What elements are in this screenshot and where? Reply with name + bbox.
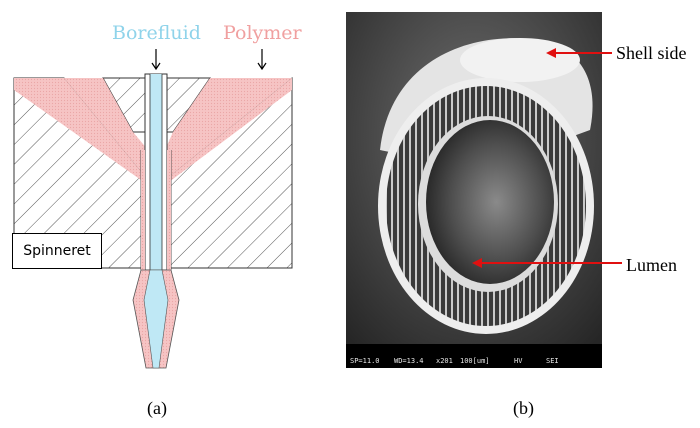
- spinneret-label-box: Spinneret: [12, 233, 102, 269]
- sem-scale: 100[um]: [460, 357, 490, 365]
- borefluid-label: Borefluid: [112, 22, 201, 44]
- sem-info-bar: SP=11.0 WD=13.4 x201 100[um] HV SEI: [346, 344, 602, 368]
- caption-b: (b): [513, 398, 534, 418]
- polymer-label: Polymer: [223, 22, 302, 44]
- lumen: [426, 120, 554, 284]
- polymer-outer-right: [165, 78, 292, 185]
- polymer-flow-left: [14, 78, 148, 180]
- caption-a: (a): [147, 398, 167, 418]
- bore-fluid-channel: [150, 74, 162, 270]
- nascent-fiber-bore: [143, 269, 169, 369]
- shell-side-label: Shell side: [616, 43, 687, 63]
- sem-sei: SEI: [546, 357, 559, 365]
- spinneret-label: Spinneret: [23, 243, 91, 259]
- polymer-outer-left: [14, 78, 148, 185]
- lumen-label: Lumen: [626, 255, 677, 275]
- sem-sp: SP=11.0: [350, 357, 380, 365]
- sem-wd: WD=13.4: [394, 357, 424, 365]
- sem-mag: x201: [436, 357, 453, 365]
- sem-hv: HV: [514, 357, 523, 365]
